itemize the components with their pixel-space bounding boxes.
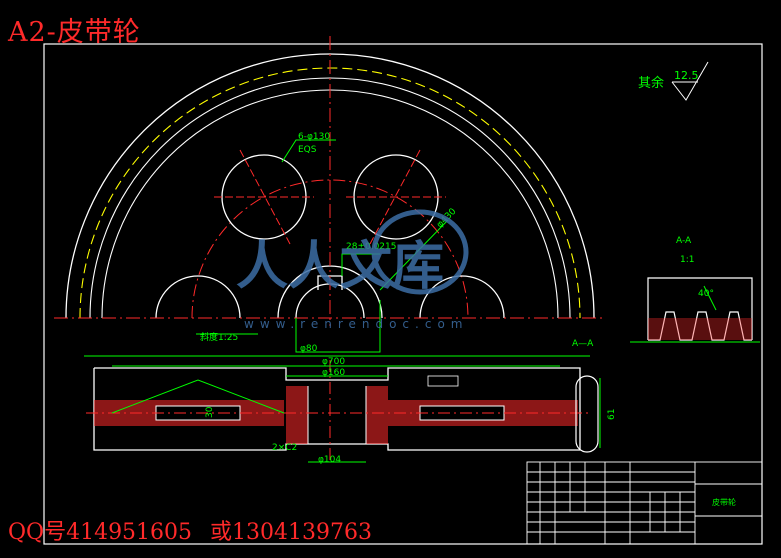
bore-dimension: φ80 bbox=[300, 344, 318, 354]
rim-end-slot bbox=[575, 375, 599, 453]
watermark: 人人文库 www.renrendoc.com bbox=[236, 209, 469, 331]
key-dimension: 28±0.0215 bbox=[346, 242, 396, 252]
drawing-border bbox=[43, 43, 763, 545]
dia-700: φ700 bbox=[322, 357, 345, 367]
pitch-dia-leader bbox=[379, 219, 449, 291]
contact-phone: 或1304139763 bbox=[210, 520, 373, 545]
taper-note: 斜度1:25 bbox=[200, 331, 238, 343]
hole-centerline bbox=[369, 149, 421, 245]
title-block-frame bbox=[526, 461, 763, 545]
detail-hatch bbox=[648, 318, 752, 340]
key-dim-line bbox=[341, 253, 380, 276]
section-label: A-A bbox=[676, 236, 692, 246]
roughness-prefix: 其余 bbox=[638, 75, 664, 91]
section-view bbox=[84, 333, 601, 463]
title-block bbox=[526, 461, 763, 545]
watermark-ring bbox=[371, 209, 469, 295]
section-scale: 1:1 bbox=[680, 255, 694, 265]
hole-centerline bbox=[239, 149, 291, 245]
title-block-name: 皮带轮 bbox=[712, 497, 736, 507]
hub-hatch-right bbox=[366, 386, 388, 444]
contact-qq: QQ号414951605 bbox=[8, 520, 193, 545]
groove-profile bbox=[648, 311, 752, 341]
web-hole-half bbox=[419, 275, 505, 319]
section-view-labels: 斜度1:25 φ700 φ160 φ104 30 2×C2 61 A—A bbox=[200, 331, 617, 465]
tolerance-frame bbox=[427, 375, 459, 387]
watermark-text: 人人文库 bbox=[236, 236, 444, 297]
contact-footer: QQ号414951605 或1304139763 bbox=[8, 514, 372, 546]
hub-diameter: φ104 bbox=[318, 455, 341, 465]
watermark-url: www.renrendoc.com bbox=[244, 317, 468, 331]
chamfer-note: 2×C2 bbox=[272, 443, 297, 453]
holes-callout: 6-φ130 bbox=[298, 132, 330, 142]
bore-dim-line bbox=[295, 300, 381, 353]
taper-line bbox=[111, 379, 285, 414]
detail-view bbox=[630, 277, 760, 343]
front-view bbox=[54, 36, 606, 353]
dia-160: φ160 bbox=[322, 368, 345, 378]
detail-outline bbox=[647, 277, 753, 340]
page-title: A2-皮带轮 bbox=[8, 17, 141, 48]
roughness-symbol: 其余 12.5 bbox=[638, 61, 709, 101]
hub-hatch-left bbox=[286, 386, 308, 444]
section-reference: A—A bbox=[572, 339, 594, 349]
width-dimension: 61 bbox=[607, 409, 617, 420]
groove-angle: 40° bbox=[698, 289, 714, 299]
holes-eqs: EQS bbox=[298, 145, 317, 155]
roughness-check bbox=[671, 61, 709, 101]
roughness-value: 12.5 bbox=[674, 69, 699, 82]
angle-leader bbox=[703, 285, 717, 311]
detail-labels: A-A 1:1 40° bbox=[676, 236, 714, 299]
holes-leader bbox=[281, 139, 336, 163]
web-hole-half bbox=[155, 275, 241, 319]
web-thickness: 30 bbox=[205, 406, 215, 418]
